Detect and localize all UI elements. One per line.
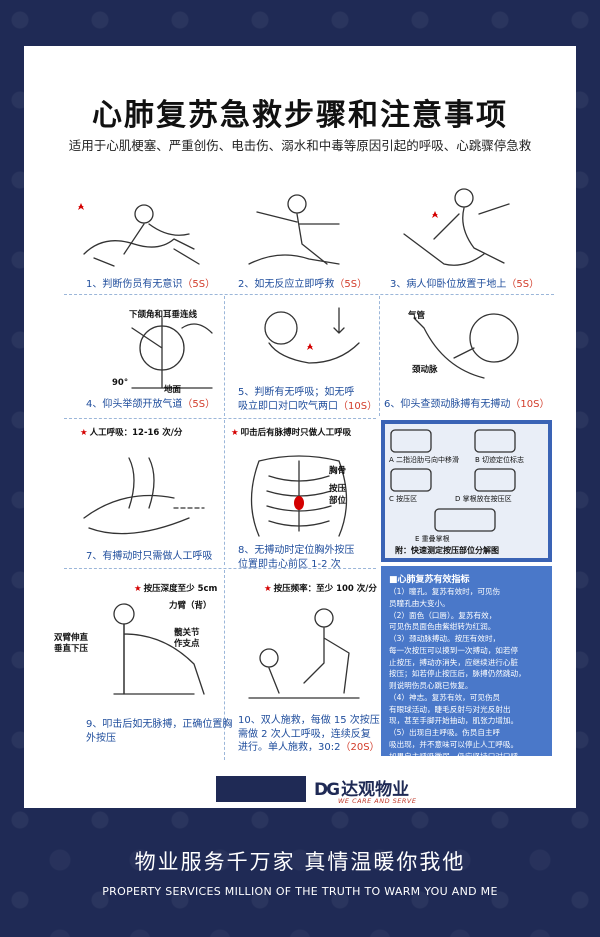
step-8-caption: 8、无搏动时定位胸外按压位置即击心前区 1-2 次 <box>238 545 355 570</box>
logo-bar <box>216 776 306 802</box>
press-depth-label: ★按压深度至少 5cm <box>134 584 218 594</box>
sternum-label: 胸骨 <box>329 466 347 476</box>
step-2-illustration <box>229 174 379 278</box>
arms-label-1: 双臂伸直 <box>54 633 89 643</box>
column-divider <box>224 420 225 565</box>
indicator-line: 有眼球活动，睫毛反射与对光反射出 <box>389 704 511 714</box>
poster-title: 心肺复苏急救步骤和注意事项 <box>92 98 508 133</box>
column-divider <box>379 296 380 416</box>
step-5-illustration <box>229 298 377 386</box>
step-1-caption: 1、判断伤员有无意识（5S） <box>86 279 216 290</box>
indicator-line: 止按压，搏动亦消失，应继续进行心脏 <box>389 657 519 667</box>
step-8-illustration <box>229 441 377 541</box>
indicator-line: 吸出现，并不意味可以停止人工呼吸。 <box>389 739 519 749</box>
step-6-illustration <box>384 298 552 393</box>
locate-step-c: C 按压区 <box>389 495 418 503</box>
poster-subtitle: 适用于心肌梗塞、严重创伤、电击伤、溺水和中毒等原因引起的呼吸、心跳骤停急救 <box>68 138 532 153</box>
indicator-line: 可见伤员面色由紫绀转为红润。 <box>389 622 496 632</box>
indicator-line: 则说明伤员心跳已恢复。 <box>389 681 473 691</box>
angle-label: 90° <box>112 378 129 388</box>
effectiveness-indicators-box: ■心肺复苏有效指标 （1）瞳孔。复苏有效时，可见伤 员瞳孔由大变小。 （2）面色… <box>381 566 552 772</box>
step-2-caption: 2、如无反应立即呼救（5S） <box>238 279 368 290</box>
chin-line-label: 下颌角和耳垂连线 <box>129 310 198 320</box>
indicator-line: 按压；如若停止按压后，脉搏仍然跳动， <box>389 669 526 679</box>
indicators-heading: ■心肺复苏有效指标 <box>389 575 470 585</box>
press-rate-label: ★按压频率：至少 100 次/分 <box>264 584 377 594</box>
indicator-line: 员瞳孔由大变小。 <box>389 598 450 608</box>
indicator-line: （1）瞳孔。复苏有效时，可见伤 <box>389 587 501 596</box>
artificial-breath-label: ★人工呼吸：12-16 次/分 <box>80 428 183 438</box>
after-tap-label: ★叩击后有脉搏时只做人工呼吸 <box>231 428 352 438</box>
step-9-caption: 9、叩击后如无脉搏，正确位置胸外按压 <box>86 719 233 744</box>
indicator-line: 吸。 <box>389 763 405 773</box>
step-4-caption: 4、仰头举颌开放气道（5S） <box>86 399 216 410</box>
press-area-label-2: 部位 <box>329 496 347 506</box>
hip-joint-label-1: 髋关节 <box>174 628 200 638</box>
indicator-line: 如果自主呼吸微弱，仍应坚持口对口呼 <box>389 751 519 761</box>
column-divider <box>224 570 225 760</box>
locate-box-footer: 附：快速测定按压部位分解图 <box>395 546 499 555</box>
step-7-caption: 7、有搏动时只需做人工呼吸 <box>86 551 213 562</box>
step-9-illustration <box>94 594 222 714</box>
indicator-line: （2）面色（口唇）。复苏有效， <box>389 610 497 620</box>
step-3-caption: 3、病人仰卧位放置于地上（5S） <box>390 279 540 290</box>
press-area-label-1: 按压 <box>329 484 347 494</box>
locate-step-d: D 掌根放在按压区 <box>455 495 512 503</box>
slogan: 物业服务千万家 真情温暖你我他 <box>134 850 466 874</box>
logo-tagline: WE CARE AND SERVE <box>338 797 417 805</box>
poster-panel: 心肺复苏急救步骤和注意事项 适用于心肌梗塞、严重创伤、电击伤、溺水和中毒等原因引… <box>24 46 576 808</box>
row-divider <box>64 568 376 569</box>
indicator-line: （4）神志。复苏有效，可见伤员 <box>389 692 501 702</box>
indicators-body: （1）瞳孔。复苏有效时，可见伤 员瞳孔由大变小。 （2）面色（口唇）。复苏有效，… <box>389 586 546 774</box>
indicator-line: （3）颈动脉搏动。按压有效时， <box>389 634 501 644</box>
airway-label: 气管 <box>408 311 426 321</box>
step-3-illustration <box>384 174 544 278</box>
carotid-label: 颈动脉 <box>412 365 438 375</box>
ground-label: 地面 <box>164 385 182 395</box>
locate-step-a: A 二指沿肋弓向中移滑 <box>389 456 460 464</box>
step-5-caption: 5、判断有无呼吸；如无呼吸立即口对口吹气两口（10S） <box>238 387 378 412</box>
row-divider <box>64 294 554 295</box>
force-back-label: 力臂（背） <box>169 601 212 611</box>
step-1-illustration <box>64 174 224 278</box>
hip-joint-label-2: 作支点 <box>174 639 200 649</box>
step-10-illustration <box>229 598 377 713</box>
step-7-illustration <box>69 438 219 548</box>
locate-press-box: A 二指沿肋弓向中移滑 B 切迹定位标志 C 按压区 D 掌根放在按压区 E 重… <box>381 420 552 562</box>
indicator-line: （5）出现自主呼吸。伤员自主呼 <box>389 728 501 738</box>
column-divider <box>224 296 225 416</box>
locate-step-e: E 重叠掌根 <box>415 535 450 543</box>
arms-label-2: 垂直下压 <box>54 644 89 654</box>
indicator-line: 每一次按压可以摸到一次搏动，如若停 <box>389 645 519 655</box>
indicator-line: 现，甚至手脚开始抽动，肌张力增加。 <box>389 716 519 726</box>
step-4-illustration <box>72 298 222 398</box>
step-6-caption: 6、仰头查颈动脉搏有无搏动（10S） <box>384 399 550 410</box>
locate-step-b: B 切迹定位标志 <box>475 456 525 464</box>
step-10-caption: 10、双人施救，每做 15 次按压，需做 2 次人工呼吸，连续反复进行。单人施救… <box>238 715 390 753</box>
slogan-english: PROPERTY SERVICES MILLION OF THE TRUTH T… <box>102 885 498 898</box>
row-divider <box>64 418 376 419</box>
